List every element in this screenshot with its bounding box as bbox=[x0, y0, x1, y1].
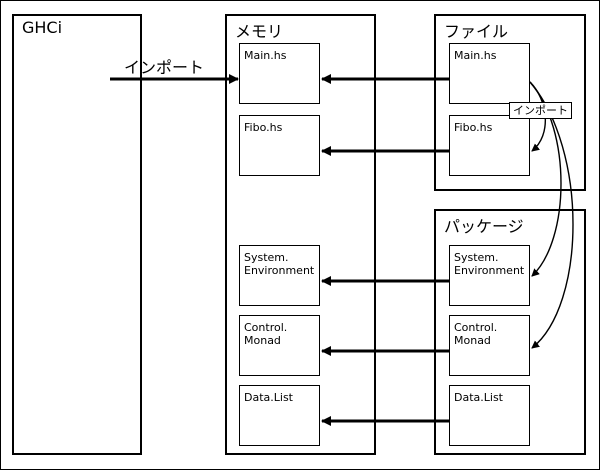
memory-module-data-list: Data.List bbox=[239, 385, 320, 446]
package-panel-title: パッケージ bbox=[444, 217, 524, 236]
memory-module-control-monad: Control. Monad bbox=[239, 315, 320, 376]
ghci-panel-title: GHCi bbox=[22, 18, 63, 37]
file-module-main: Main.hs bbox=[449, 43, 530, 104]
ghci-panel: GHCi bbox=[12, 14, 142, 455]
memory-module-fibo: Fibo.hs bbox=[239, 115, 320, 176]
memory-module-system-environment: System. Environment bbox=[239, 245, 320, 306]
package-module-system-environment: System. Environment bbox=[449, 245, 530, 306]
package-module-control-monad: Control. Monad bbox=[449, 315, 530, 376]
file-panel-title: ファイル bbox=[444, 22, 509, 41]
file-module-fibo: Fibo.hs bbox=[449, 115, 530, 176]
package-module-data-list: Data.List bbox=[449, 385, 530, 446]
ghci-import-label: インポート bbox=[124, 58, 205, 77]
memory-panel-title: メモリ bbox=[235, 22, 284, 41]
memory-module-main: Main.hs bbox=[239, 43, 320, 104]
main-import-tag: インポート bbox=[509, 102, 572, 119]
